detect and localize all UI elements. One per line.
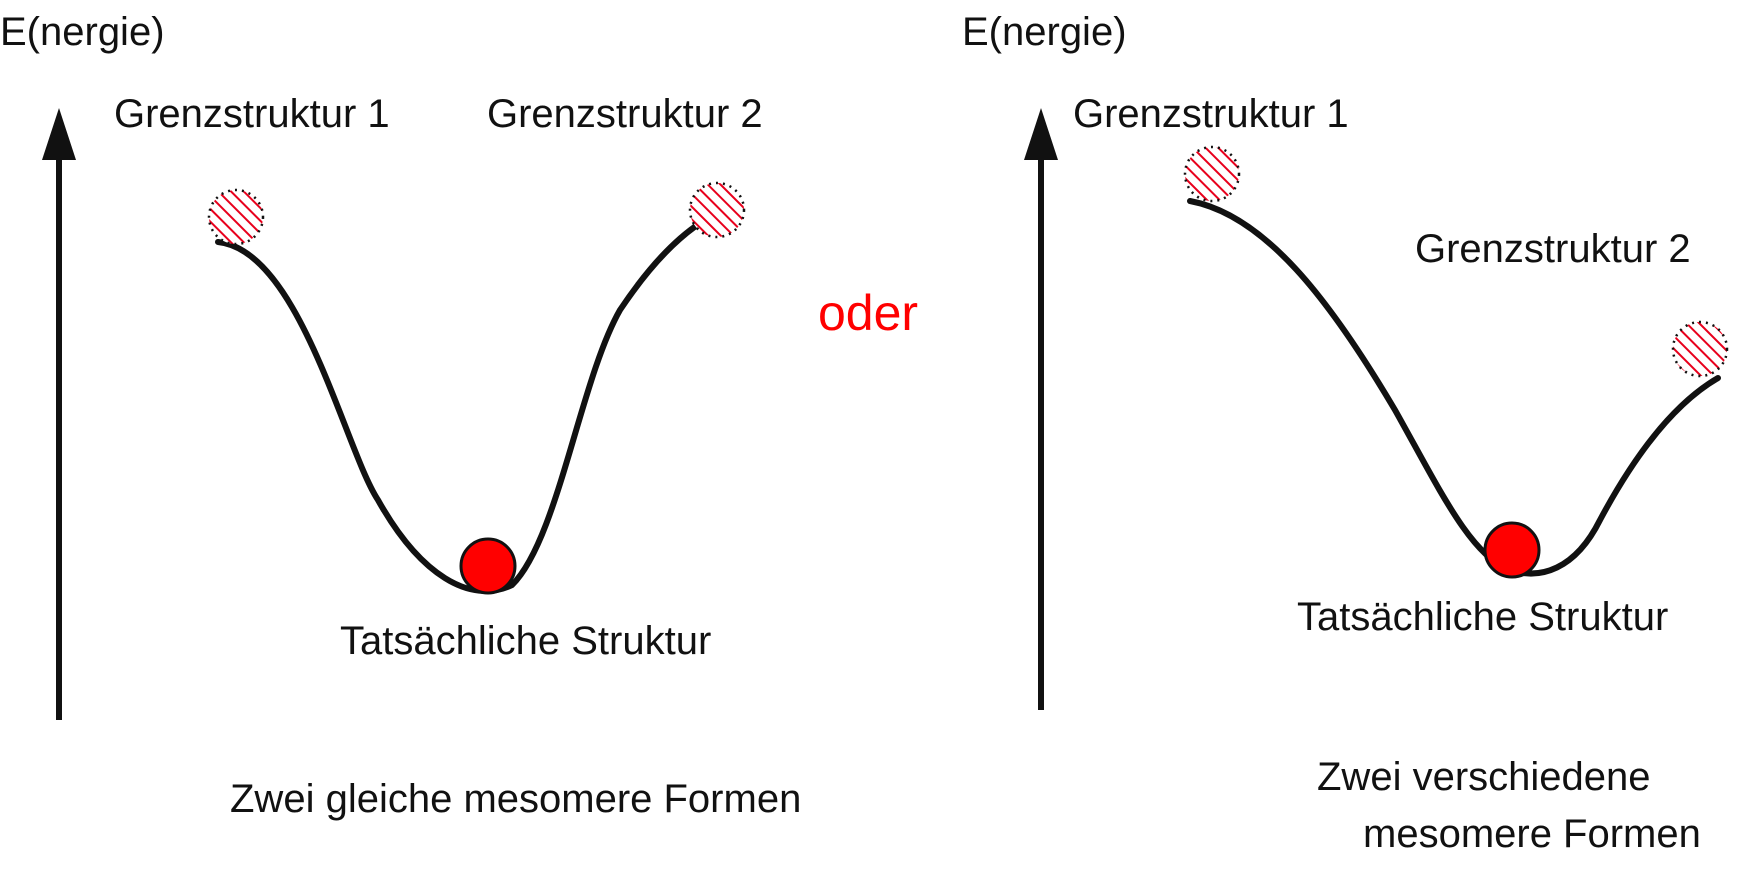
left-actual-structure-label: Tatsächliche Struktur (340, 619, 711, 663)
filled-circle-icon (459, 537, 517, 595)
left-energy-axis-label: E(nergie) (0, 10, 165, 54)
hatched-circle-icon (207, 188, 265, 246)
left-grenzstruktur-2-label: Grenzstruktur 2 (487, 92, 763, 136)
left-panel: E(nergie) Grenzstruktur 1 Grenzstruktur … (0, 10, 801, 821)
right-panel: E(nergie) Grenzstruktur 1 Grenzstruktur … (962, 10, 1729, 856)
filled-circle-icon (1483, 521, 1541, 579)
right-actual-structure-label: Tatsächliche Struktur (1297, 595, 1668, 639)
right-caption-line-2: mesomere Formen (1363, 812, 1701, 856)
right-grenzstruktur-1-label: Grenzstruktur 1 (1073, 92, 1349, 136)
hatched-circle-icon (1183, 145, 1241, 203)
right-caption-line-1: Zwei verschiedene (1317, 755, 1651, 799)
left-grenzstruktur-1-label: Grenzstruktur 1 (114, 92, 390, 136)
left-energy-curve (215, 203, 741, 595)
left-caption: Zwei gleiche mesomere Formen (230, 777, 801, 821)
hatched-circle-icon (688, 181, 746, 239)
right-grenzstruktur-2-label: Grenzstruktur 2 (1415, 227, 1691, 271)
up-arrow-icon (1024, 108, 1058, 710)
oder-connector: oder (818, 285, 918, 341)
up-arrow-icon (42, 108, 76, 720)
hatched-circle-icon (1671, 320, 1729, 378)
right-energy-axis-label: E(nergie) (962, 10, 1127, 54)
